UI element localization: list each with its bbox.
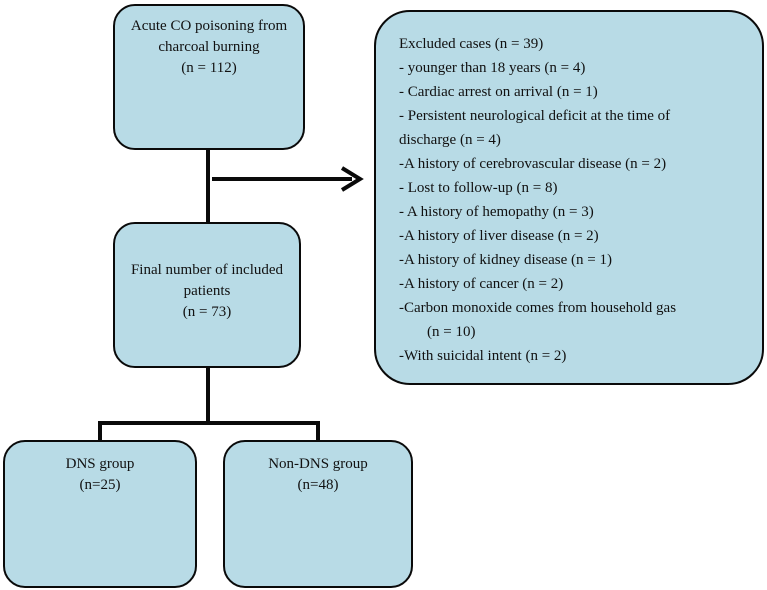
non-dns-group-box: Non-DNS group (n=48) bbox=[223, 440, 413, 588]
dns-group-box: DNS group (n=25) bbox=[3, 440, 197, 588]
excluded-title: Excluded cases (n = 39) bbox=[399, 36, 544, 52]
box-line: (n=25) bbox=[79, 477, 121, 493]
exclusion-item: discharge (n = 4) bbox=[399, 132, 501, 148]
exclusion-item: - A history of hemopathy (n = 3) bbox=[399, 204, 594, 220]
box-line: Non-DNS group bbox=[268, 456, 368, 472]
exclusion-item: -A history of cerebrovascular disease (n… bbox=[399, 156, 667, 172]
exclusion-item: -With suicidal intent (n = 2) bbox=[399, 348, 567, 364]
included-patients-box: Final number of included patients (n = 7… bbox=[113, 222, 301, 368]
exclusion-item: -A history of liver disease (n = 2) bbox=[399, 228, 599, 244]
box-line: (n = 112) bbox=[181, 60, 237, 76]
arrowhead bbox=[340, 166, 364, 192]
exclusion-item: - Lost to follow-up (n = 8) bbox=[399, 180, 558, 196]
initial-population-box: Acute CO poisoning from charcoal burning… bbox=[113, 4, 305, 150]
exclusion-item: -A history of kidney disease (n = 1) bbox=[399, 252, 613, 268]
exclusion-item: -A history of cancer (n = 2) bbox=[399, 276, 564, 292]
box-line: (n = 73) bbox=[182, 304, 232, 320]
box-line: (n=48) bbox=[297, 477, 339, 493]
exclusion-item: - Cardiac arrest on arrival (n = 1) bbox=[399, 84, 598, 100]
box-line: charcoal burning bbox=[158, 39, 260, 55]
exclusion-item: - Persistent neurological deficit at the… bbox=[399, 108, 671, 124]
box-line: DNS group bbox=[65, 456, 135, 472]
box-line: Final number of included bbox=[130, 262, 284, 278]
exclusion-item: - younger than 18 years (n = 4) bbox=[399, 60, 586, 76]
box-line: Acute CO poisoning from bbox=[130, 18, 288, 34]
exclusion-item: (n = 10) bbox=[427, 324, 476, 340]
exclusion-item: -Carbon monoxide comes from household ga… bbox=[399, 300, 677, 316]
excluded-cases-box: Excluded cases (n = 39) - younger than 1… bbox=[374, 10, 764, 385]
box-line: patients bbox=[183, 283, 231, 299]
